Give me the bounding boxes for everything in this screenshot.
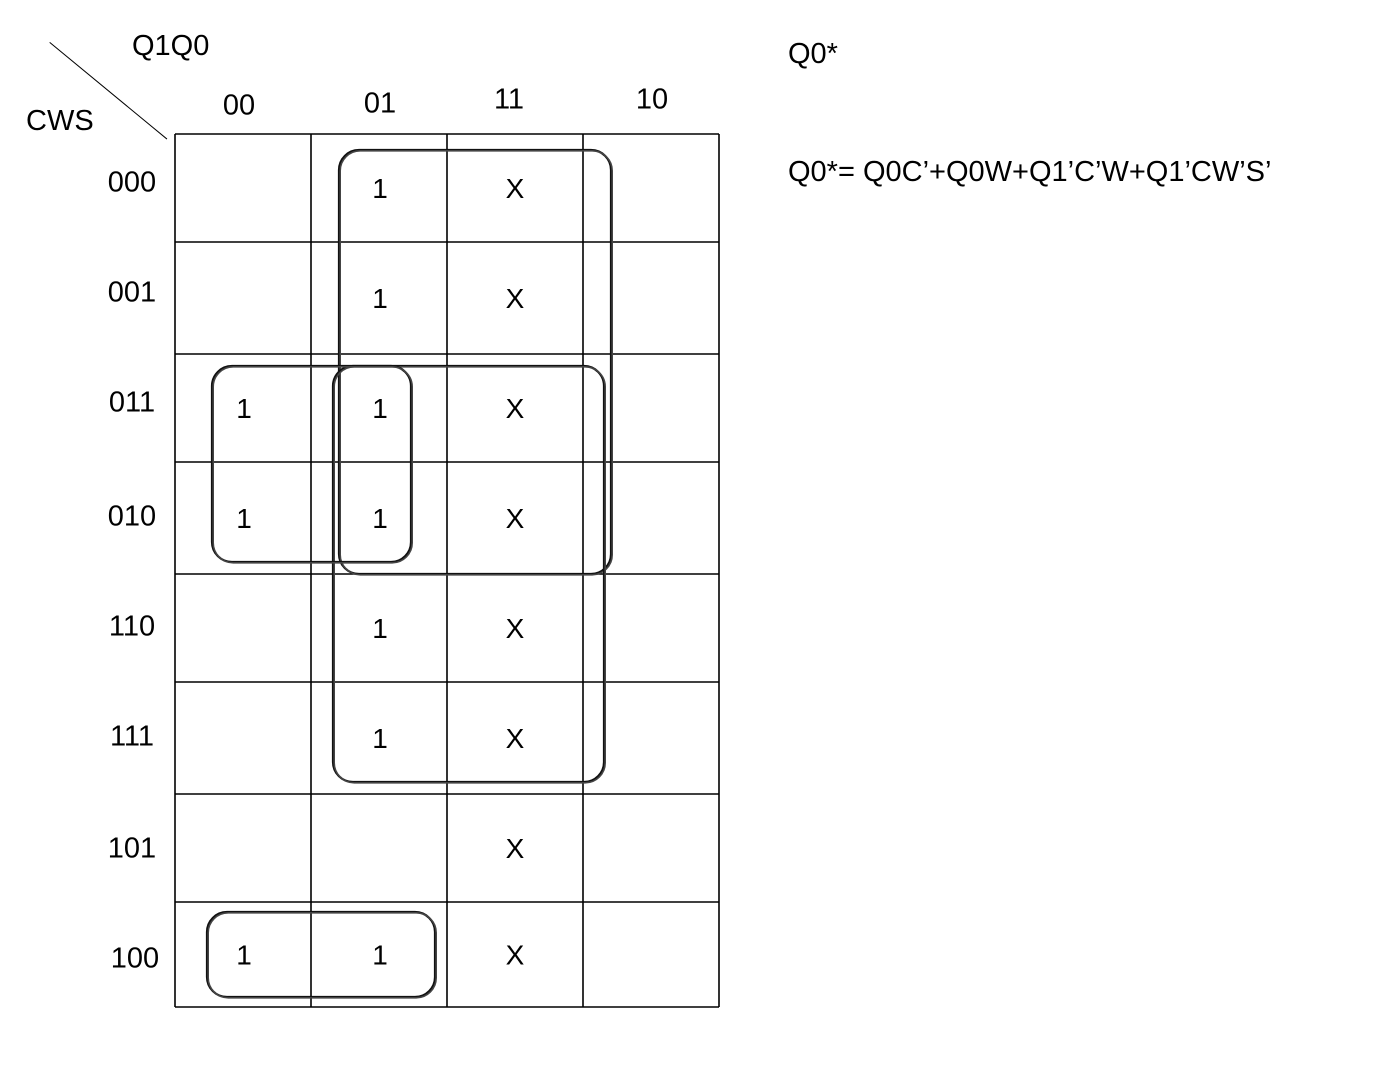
column-header-10: 10: [635, 83, 669, 116]
column-variable-label: Q1Q0: [132, 30, 210, 62]
cell-value: 1: [236, 393, 252, 424]
cell-value: X: [506, 833, 525, 864]
cell-value: X: [506, 503, 525, 534]
column-header-00: 00: [222, 89, 256, 122]
group-outline-3-stroke: [207, 911, 437, 999]
row-header-100: 100: [110, 942, 160, 975]
cell-value: 1: [372, 283, 388, 314]
cell-value: X: [506, 940, 525, 971]
row-variable-label: CWS: [26, 105, 94, 137]
cell-value: 1: [372, 393, 388, 424]
cell-value: X: [506, 723, 525, 754]
row-header-010: 010: [107, 500, 157, 533]
groupings: [205, 148, 614, 999]
group-outline-0-stroke: [339, 150, 614, 576]
cell-value: 1: [372, 723, 388, 754]
row-header-000: 000: [107, 166, 157, 199]
cell-value: 1: [372, 503, 388, 534]
cell-value: 1: [236, 940, 252, 971]
cell-value: 1: [372, 613, 388, 644]
group-outline-2-stroke: [212, 365, 413, 564]
grid-lines: [174, 133, 720, 1008]
cell-value: 1: [372, 940, 388, 971]
cell-value: X: [506, 393, 525, 424]
group-outline-1-stroke: [333, 365, 607, 784]
cell-value: X: [506, 613, 525, 644]
cell-value: 1: [236, 503, 252, 534]
row-header-110: 110: [108, 610, 156, 643]
cell-value: X: [506, 173, 525, 204]
row-header-101: 101: [107, 832, 157, 865]
cell-value: X: [506, 283, 525, 314]
column-header-01: 01: [363, 87, 397, 120]
function-title: Q0*: [788, 38, 838, 70]
row-header-001: 001: [107, 276, 157, 309]
row-header-011: 011: [108, 386, 156, 419]
simplified-equation: Q0*= Q0C’+Q0W+Q1’C’W+Q1’CW’S’: [788, 156, 1272, 188]
column-header-11: 11: [493, 83, 525, 116]
cell-value: 1: [372, 173, 388, 204]
row-header-111: 111: [109, 720, 155, 753]
